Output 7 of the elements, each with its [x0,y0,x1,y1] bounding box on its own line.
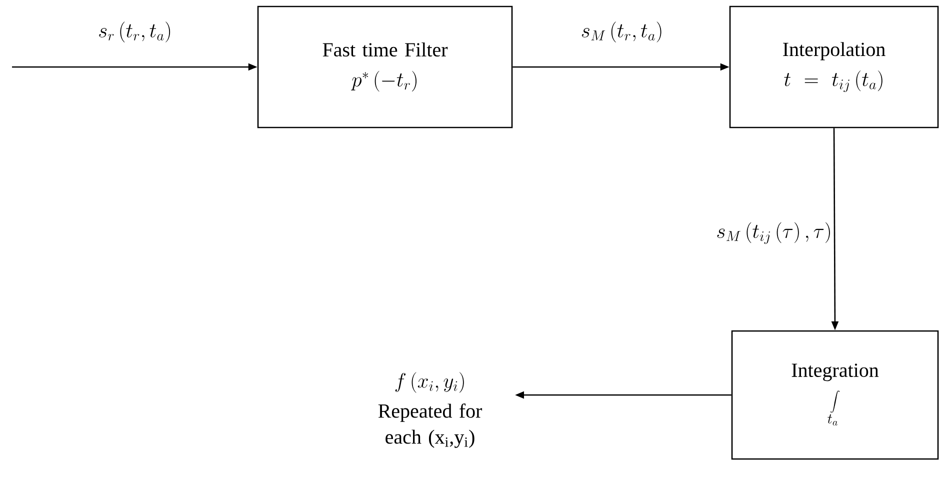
process-box: Interpolation $t=t_{ij}\left(t_{a}\right)$ [729,6,939,128]
process-box: Integration $\int\limits_{t_{a}}$ [731,330,939,460]
edge-label: $s_{r}\left(t_{r},t_{a}\right)$ [97,20,173,44]
output-text: $f\left(x_{i},y_{i}\right)$ Repeated for each (x$_{i}$,y$_{i}$) [378,372,482,448]
process-box: Fast time Filter $p^{*}\left(-t_{r}\right)$ [257,6,513,128]
edge-label: $s_{M}\left(t_{ij}\left(\tau\right),\tau\right)$ [715,221,833,245]
edge-label: $s_{M}\left(t_{r},t_{a}\right)$ [580,20,664,44]
